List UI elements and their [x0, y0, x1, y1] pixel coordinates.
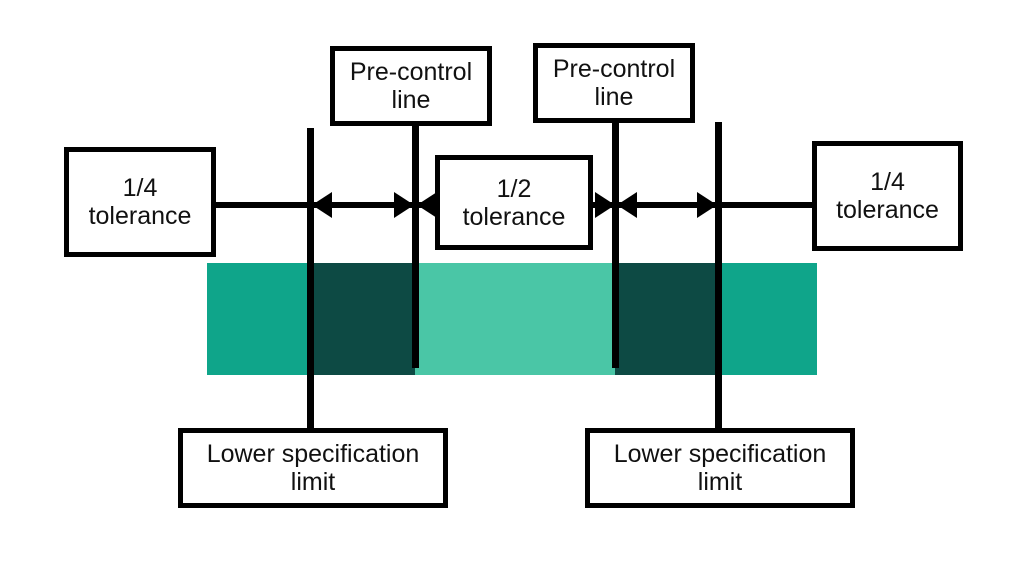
arrowhead-center-end — [595, 192, 615, 218]
arrowhead-center-start — [417, 192, 437, 218]
specification-limit-line-left — [307, 128, 314, 433]
box-specification-limit-left[interactable]: Lower specification limit — [178, 428, 448, 508]
box-center-half-line2: tolerance — [462, 202, 566, 231]
band-inner-right — [615, 263, 718, 375]
band-outer-left — [207, 263, 310, 375]
box-specification-limit-right[interactable]: Lower specification limit — [585, 428, 855, 508]
box-left-quarter-tolerance[interactable]: 1/4 tolerance — [64, 147, 216, 257]
arrowhead-left-quarter-end — [394, 192, 414, 218]
box-precontrol-right-line2: line — [594, 83, 634, 111]
box-precontrol-left-line1: Pre-control — [349, 58, 473, 86]
specification-limit-line-right — [715, 122, 722, 433]
connector-spec-left — [307, 375, 314, 430]
box-center-half-line1: 1/2 — [496, 174, 532, 203]
band-outer-right — [718, 263, 817, 375]
leader-right-quarter — [718, 202, 816, 208]
band-center — [415, 263, 615, 375]
box-precontrol-line-right[interactable]: Pre-control line — [533, 43, 695, 123]
measure-span-left-quarter — [310, 202, 415, 208]
connector-precontrol-left — [412, 120, 419, 140]
box-spec-right-line1: Lower specification — [613, 440, 827, 468]
box-spec-right-line2: limit — [697, 468, 743, 496]
arrowhead-right-quarter-start — [617, 192, 637, 218]
band-inner-left — [310, 263, 415, 375]
box-precontrol-line-left[interactable]: Pre-control line — [330, 46, 492, 126]
leader-left-quarter — [214, 202, 314, 208]
box-precontrol-right-line1: Pre-control — [552, 55, 676, 83]
connector-precontrol-right — [612, 118, 619, 138]
box-spec-left-line1: Lower specification — [206, 440, 420, 468]
box-spec-left-line2: limit — [290, 468, 336, 496]
pre-control-line-right — [612, 122, 619, 368]
box-right-quarter-tolerance[interactable]: 1/4 tolerance — [812, 141, 963, 251]
box-precontrol-left-line2: line — [391, 86, 431, 114]
arrowhead-right-quarter-end — [697, 192, 717, 218]
arrowhead-left-quarter-start — [312, 192, 332, 218]
box-center-half-tolerance[interactable]: 1/2 tolerance — [435, 155, 593, 250]
box-left-quarter-line2: tolerance — [88, 202, 192, 230]
connector-spec-right — [715, 375, 722, 430]
pre-control-line-left — [412, 126, 419, 368]
box-right-quarter-line2: tolerance — [836, 196, 939, 224]
box-right-quarter-line1: 1/4 — [870, 168, 905, 196]
measure-span-right-quarter — [615, 202, 718, 208]
box-left-quarter-line1: 1/4 — [122, 174, 158, 202]
